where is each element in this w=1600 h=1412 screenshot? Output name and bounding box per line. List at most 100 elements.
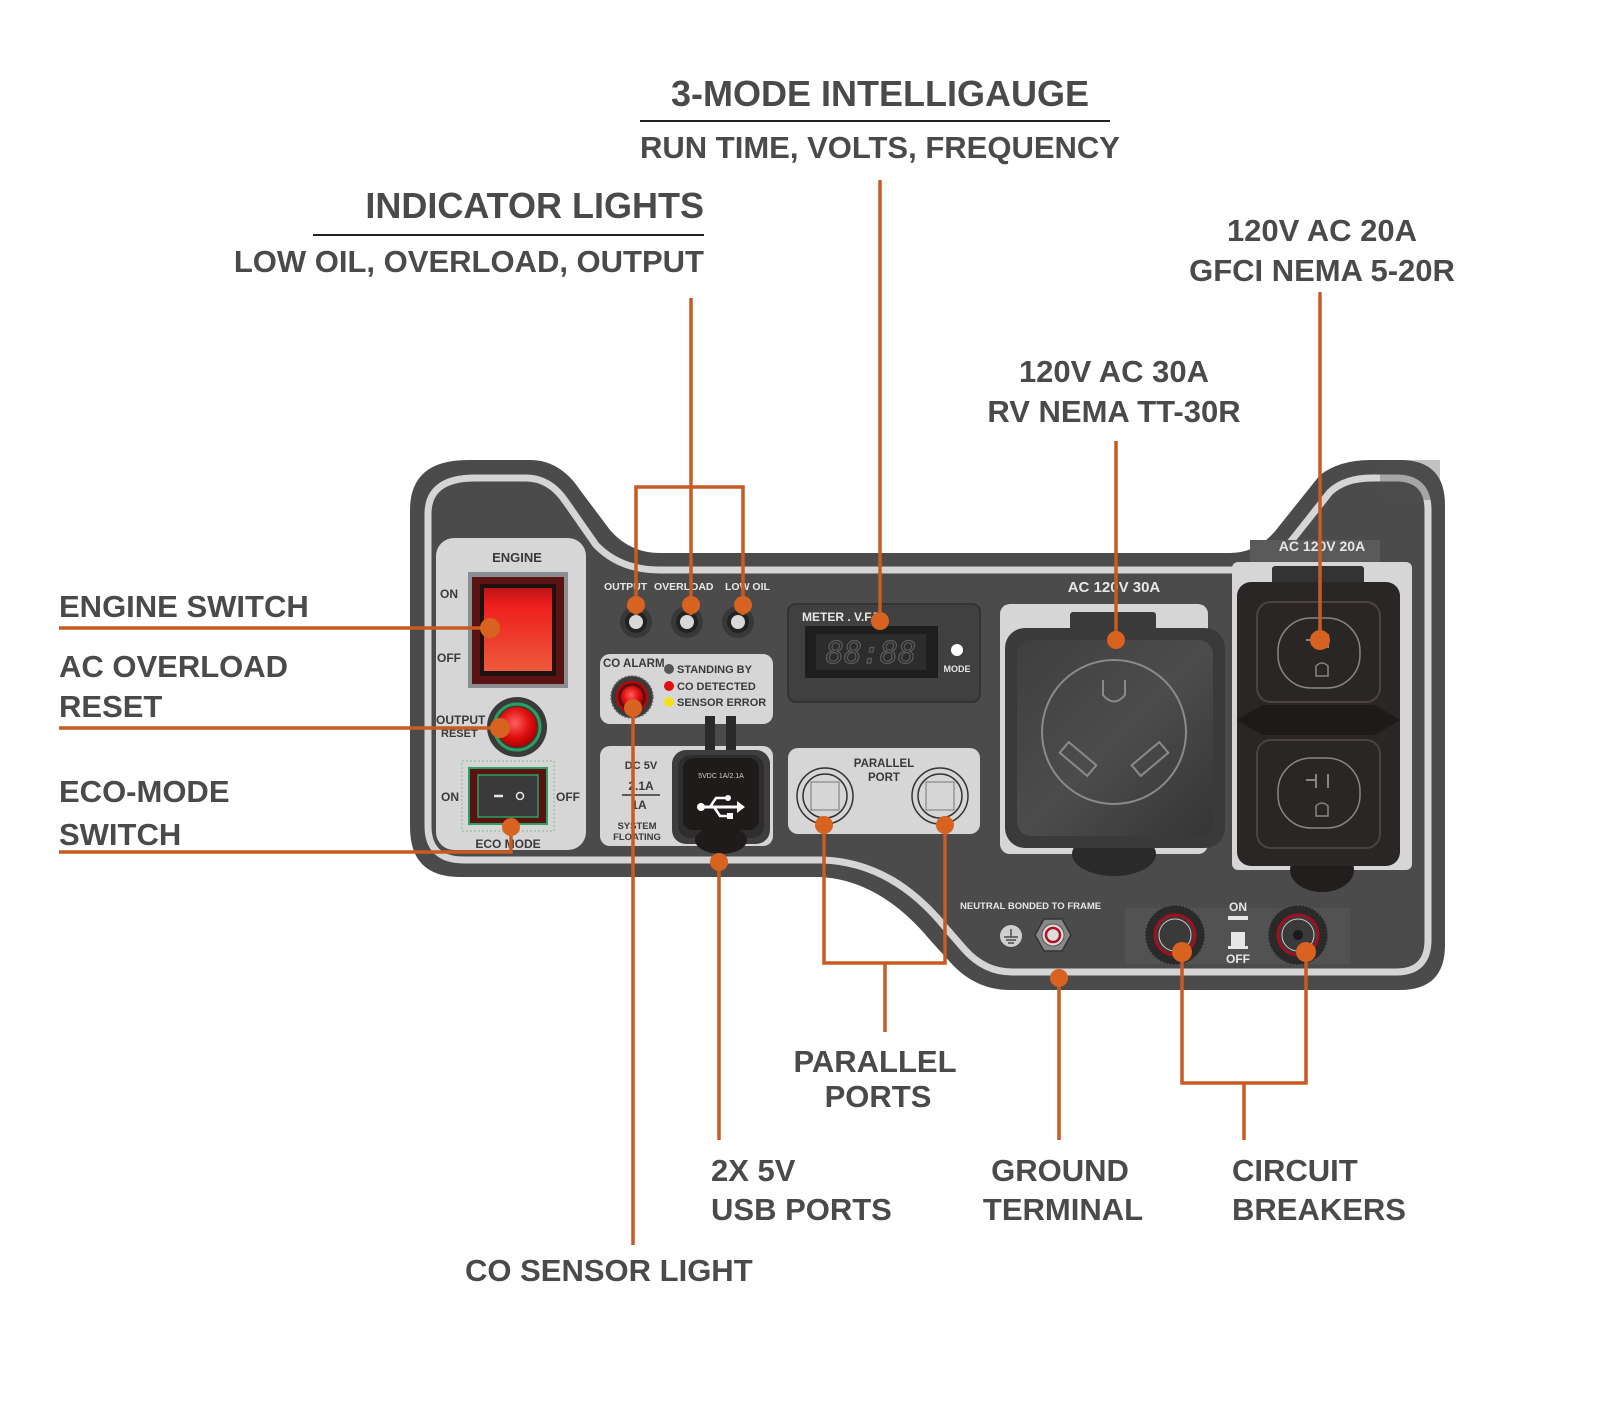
- output-reset-line1: OUTPUT: [436, 713, 486, 727]
- dot-led-output: [627, 596, 645, 614]
- co-state-dot-standby: [664, 664, 674, 674]
- ground-terminal-line2: TERMINAL: [983, 1192, 1143, 1227]
- eco-mode-switch[interactable]: [468, 767, 548, 825]
- reset-button-cap: [497, 707, 537, 747]
- rv-outlet-hinge: [1070, 612, 1156, 630]
- dot-gfci: [1310, 630, 1330, 650]
- eco-on-label: ON: [441, 790, 459, 804]
- indicator-led-overload: [671, 606, 703, 638]
- dot-breaker-left: [1172, 942, 1192, 962]
- eco-mode-switch-line1: ECO-MODE: [59, 774, 230, 809]
- breaker-off-icon: [1231, 932, 1245, 946]
- indicator-lights-subtitle: LOW OIL, OVERLOAD, OUTPUT: [234, 244, 704, 279]
- meter-mode-button[interactable]: [951, 644, 963, 656]
- dot-rv: [1107, 631, 1125, 649]
- eco-off-label: OFF: [556, 790, 580, 804]
- dot-engine-switch: [480, 618, 500, 638]
- usb-icon: [697, 795, 745, 819]
- usb-ports-line1: 2X 5V: [711, 1153, 796, 1188]
- rv-outlet-line2: RV NEMA TT-30R: [987, 394, 1240, 429]
- engine-title: ENGINE: [492, 550, 542, 565]
- indicator-led-output: [620, 606, 652, 638]
- leader-dots: [480, 596, 1330, 987]
- rv-outlet-slot-left: [1058, 740, 1098, 778]
- usb-system-line2: FLOATING: [613, 832, 661, 843]
- breaker-on-label: ON: [1229, 900, 1247, 914]
- callout-gfci-outlet: 120V AC 20A GFCI NEMA 5-20R: [1189, 213, 1455, 288]
- dot-led-overload: [682, 596, 700, 614]
- callout-ac-overload-reset: AC OVERLOAD RESET: [59, 649, 288, 724]
- usb-cover-hinge-left: [705, 716, 715, 751]
- circuit-breakers-line1: CIRCUIT: [1232, 1153, 1358, 1188]
- ground-terminal-line1: GROUND: [991, 1153, 1129, 1188]
- leader-indicator-bracket: [634, 485, 745, 615]
- usb-cover: [683, 758, 759, 830]
- meter-title: METER . V.F.T: [802, 610, 882, 624]
- co-alarm-light: [610, 675, 654, 719]
- usb-port[interactable]: 5VDC 1A/2.1A: [672, 716, 770, 854]
- indicator-label-output: OUTPUT: [604, 581, 648, 593]
- gfci-bottom-slots: [1306, 774, 1329, 788]
- callout-circuit-breakers: CIRCUIT BREAKERS: [1232, 1153, 1406, 1227]
- rv-outlet-nema-tt30r[interactable]: [1005, 628, 1225, 848]
- usb-system-line1: SYSTEM: [617, 821, 656, 832]
- co-state-standby: STANDING BY: [677, 664, 753, 676]
- dot-usb: [710, 853, 728, 871]
- gfci-bottom-recess: [1256, 739, 1381, 849]
- co-state-detected: CO DETECTED: [677, 681, 756, 693]
- meter-display: [816, 634, 926, 670]
- parallel-port-line1: PARALLEL: [854, 758, 914, 770]
- intelligauge-subtitle: RUN TIME, VOLTS, FREQUENCY: [640, 130, 1120, 165]
- meter-digits: 88:88: [826, 636, 916, 671]
- indicator-label-low-oil: LOW OIL: [725, 581, 770, 593]
- co-state-dot-sensor-error: [664, 697, 674, 707]
- gfci-outlet-line1: 120V AC 20A: [1227, 213, 1417, 248]
- gfci-top-ground: [1315, 662, 1329, 677]
- callout-ground-terminal: GROUND TERMINAL: [983, 1153, 1143, 1227]
- breaker-off-base-icon: [1228, 946, 1248, 949]
- leader-lines: [59, 180, 1322, 1245]
- control-panel: ENGINE ON OFF: [410, 460, 1445, 990]
- rv-outlet-face: [1017, 640, 1213, 836]
- gfci-divider: [1237, 705, 1400, 735]
- dot-meter: [871, 612, 889, 630]
- engine-off-label: OFF: [437, 651, 461, 665]
- breaker-off-label: OFF: [1226, 952, 1250, 966]
- breaker-on-icon: [1228, 916, 1248, 920]
- rv-outlet-ring: [1041, 659, 1187, 805]
- rv-outlet-title: AC 120V 30A: [1068, 579, 1161, 596]
- parallel-port-line2: PORT: [868, 772, 900, 784]
- gfci-outlet-title: AC 120V 20A: [1279, 538, 1365, 554]
- gfci-outlet-line2: GFCI NEMA 5-20R: [1189, 253, 1455, 288]
- engine-switch-label: ENGINE SWITCH: [59, 589, 309, 624]
- co-sensor-light-label: CO SENSOR LIGHT: [465, 1253, 753, 1288]
- gfci-bottom-receptacle: [1277, 757, 1361, 829]
- neutral-bonded-label: NEUTRAL BONDED TO FRAME: [960, 901, 1101, 912]
- dot-breaker-right: [1296, 942, 1316, 962]
- usb-dc-label: DC 5V: [625, 760, 658, 772]
- circuit-breakers-line2: BREAKERS: [1232, 1192, 1406, 1227]
- parallel-ports-line2: PORTS: [825, 1079, 932, 1114]
- panel-inner-trim: [424, 474, 1432, 976]
- eco-mode-title: ECO MODE: [475, 837, 540, 851]
- dot-parallel-right: [936, 816, 954, 834]
- callout-parallel-ports: PARALLEL PORTS: [793, 1044, 956, 1114]
- intelligauge-title: 3-MODE INTELLIGAUGE: [671, 73, 1089, 114]
- indicator-lights-title: INDICATOR LIGHTS: [365, 185, 704, 226]
- ground-terminal[interactable]: [1034, 918, 1072, 952]
- ac-overload-reset-line2: RESET: [59, 689, 162, 724]
- usb-cover-text: 5VDC 1A/2.1A: [698, 773, 744, 780]
- dot-parallel-left: [815, 816, 833, 834]
- panel-corner-shade: [1380, 460, 1440, 500]
- dot-ground: [1050, 969, 1068, 987]
- co-state-sensor-error: SENSOR ERROR: [677, 697, 766, 709]
- dot-output-reset: [490, 718, 510, 738]
- dot-led-low-oil: [734, 596, 752, 614]
- usb-cover-hinge-right: [726, 716, 736, 751]
- eco-rocker: [477, 774, 539, 818]
- callout-indicator-lights: INDICATOR LIGHTS LOW OIL, OVERLOAD, OUTP…: [234, 185, 704, 279]
- usb-cover-tab: [695, 826, 747, 854]
- output-reset-line2: RESET: [441, 728, 478, 740]
- gfci-bottom-ground: [1315, 802, 1329, 817]
- co-alarm-title: CO ALARM: [603, 658, 665, 670]
